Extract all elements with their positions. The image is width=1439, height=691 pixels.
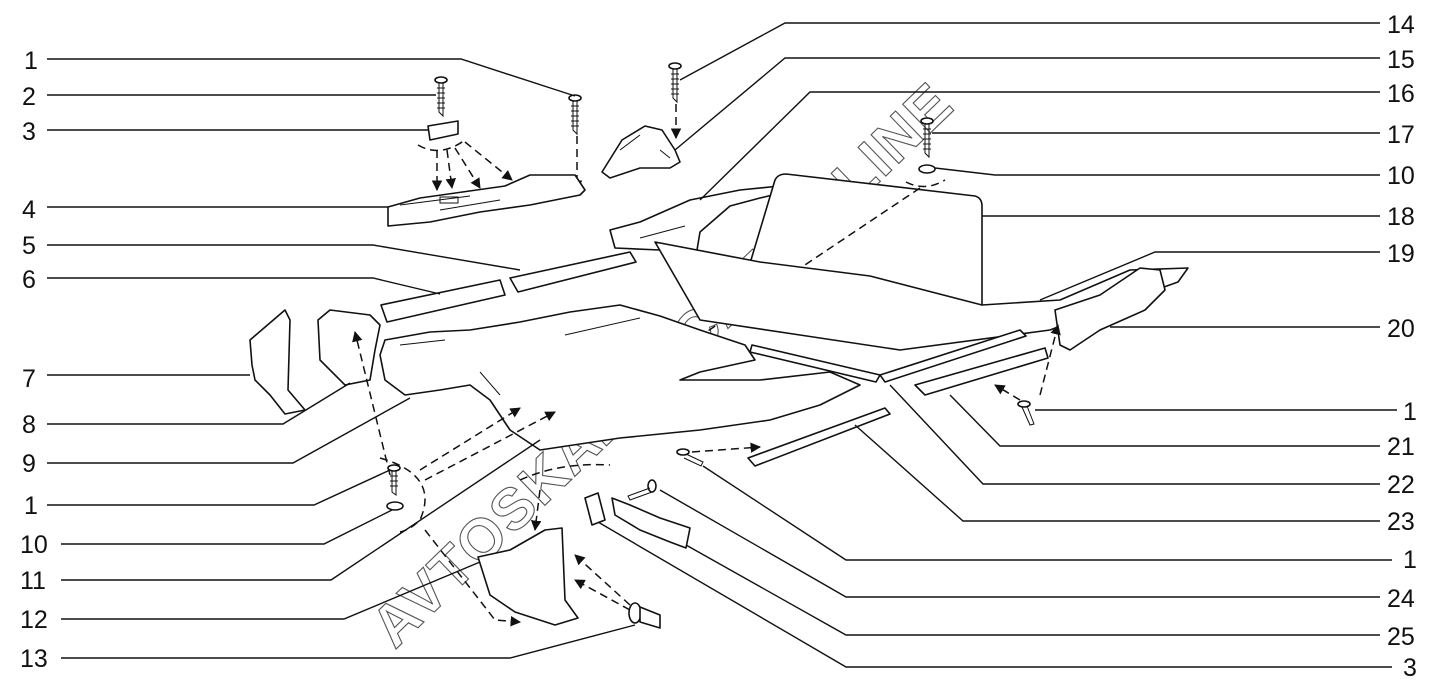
cap-icon	[386, 501, 404, 511]
svg-text:10: 10	[20, 531, 48, 559]
side-bracket	[249, 309, 306, 415]
sill-strip	[749, 344, 881, 383]
svg-text:18: 18	[1387, 203, 1415, 231]
svg-text:21: 21	[1387, 433, 1415, 461]
rear-side-trim	[1054, 267, 1166, 351]
callout-r5[interactable]: 10	[934, 162, 1415, 190]
callout-l5[interactable]: 5	[22, 232, 521, 271]
svg-text:6: 6	[22, 266, 36, 294]
sill-strip	[914, 347, 1049, 396]
svg-text:17: 17	[1387, 121, 1415, 149]
svg-text:20: 20	[1387, 315, 1415, 343]
callout-r14[interactable]: 24	[659, 489, 1415, 613]
cap-icon	[918, 164, 936, 174]
svg-text:9: 9	[22, 450, 36, 478]
callout-r7[interactable]: 19	[1039, 240, 1415, 301]
svg-text:22: 22	[1387, 471, 1415, 499]
part-drawings	[249, 62, 1189, 629]
callout-r13[interactable]: 1	[702, 465, 1417, 574]
side-panel	[317, 309, 381, 386]
footwell-trim	[477, 527, 579, 626]
screw-icon	[668, 62, 682, 104]
screw-icon	[387, 464, 401, 496]
svg-text:24: 24	[1387, 585, 1415, 613]
bracket	[611, 497, 691, 549]
callout-r15[interactable]: 25	[685, 544, 1415, 651]
callout-r3[interactable]: 16	[699, 80, 1415, 201]
svg-text:5: 5	[22, 232, 36, 260]
rear-floor-covering	[654, 241, 1189, 351]
callout-l9[interactable]: 9	[22, 397, 411, 478]
svg-text:23: 23	[1387, 508, 1415, 536]
callout-r2[interactable]: 15	[674, 46, 1415, 151]
screw-icon	[568, 94, 582, 136]
svg-text:11: 11	[20, 567, 46, 595]
svg-text:10: 10	[1387, 162, 1415, 190]
callout-r8[interactable]: 20	[1110, 315, 1415, 343]
svg-text:2: 2	[22, 83, 36, 111]
svg-text:1: 1	[1403, 398, 1417, 426]
screw-icon	[676, 448, 704, 467]
svg-text:1: 1	[24, 492, 38, 520]
callout-l4[interactable]: 4	[22, 196, 388, 224]
callout-r6[interactable]: 18	[982, 203, 1415, 231]
tunnel-rear-panel	[387, 174, 586, 227]
callout-l7[interactable]: 7	[22, 365, 250, 393]
svg-text:7: 7	[22, 365, 36, 393]
front-floor-covering	[379, 304, 861, 451]
svg-text:3: 3	[1403, 654, 1417, 682]
sill-strip	[879, 329, 1027, 383]
screw-icon	[920, 117, 934, 159]
clip-icon	[584, 492, 606, 526]
rivet-icon	[628, 602, 661, 629]
sill-strip	[509, 251, 637, 293]
screw-icon	[434, 76, 448, 118]
svg-text:25: 25	[1387, 623, 1415, 651]
svg-text:1: 1	[1403, 546, 1417, 574]
sill-strip	[747, 407, 891, 467]
callout-l3[interactable]: 3	[22, 118, 428, 146]
callout-l14[interactable]: 13	[20, 624, 636, 673]
callout-l1[interactable]: 1	[24, 47, 576, 97]
callout-l13[interactable]: 12	[20, 561, 481, 634]
svg-text:15: 15	[1387, 46, 1415, 74]
svg-text:4: 4	[22, 196, 36, 224]
callout-r11[interactable]: 22	[889, 384, 1415, 499]
callout-r9[interactable]: 1	[1035, 398, 1417, 426]
callout-l12[interactable]: 11	[20, 439, 541, 595]
sill-strip	[380, 279, 506, 323]
svg-text:1: 1	[24, 47, 38, 75]
clip-icon	[427, 120, 459, 141]
callouts-right: 14 15 16 17 10 18 19 20	[597, 11, 1417, 682]
callout-r16[interactable]: 3	[597, 521, 1417, 682]
callout-r12[interactable]: 23	[854, 424, 1415, 536]
svg-text:13: 13	[20, 645, 48, 673]
callout-l2[interactable]: 2	[22, 83, 436, 111]
callout-l10[interactable]: 1	[24, 469, 391, 520]
callouts-left: 1 2 3 4 5 6 7 8	[20, 47, 636, 673]
callout-r4[interactable]: 17	[932, 121, 1415, 149]
svg-text:8: 8	[22, 411, 36, 439]
callout-l6[interactable]: 6	[22, 266, 441, 295]
svg-text:3: 3	[22, 118, 36, 146]
callout-l8[interactable]: 8	[22, 382, 351, 439]
screw-icon	[627, 479, 657, 501]
svg-text:19: 19	[1387, 240, 1415, 268]
svg-text:14: 14	[1387, 11, 1415, 39]
console-cap	[601, 125, 681, 179]
svg-text:12: 12	[20, 606, 48, 634]
callout-r1[interactable]: 14	[679, 11, 1415, 81]
screw-icon	[1017, 400, 1035, 426]
svg-text:16: 16	[1387, 80, 1415, 108]
callout-r10[interactable]: 21	[949, 394, 1415, 461]
callout-l11[interactable]: 10	[20, 509, 393, 559]
